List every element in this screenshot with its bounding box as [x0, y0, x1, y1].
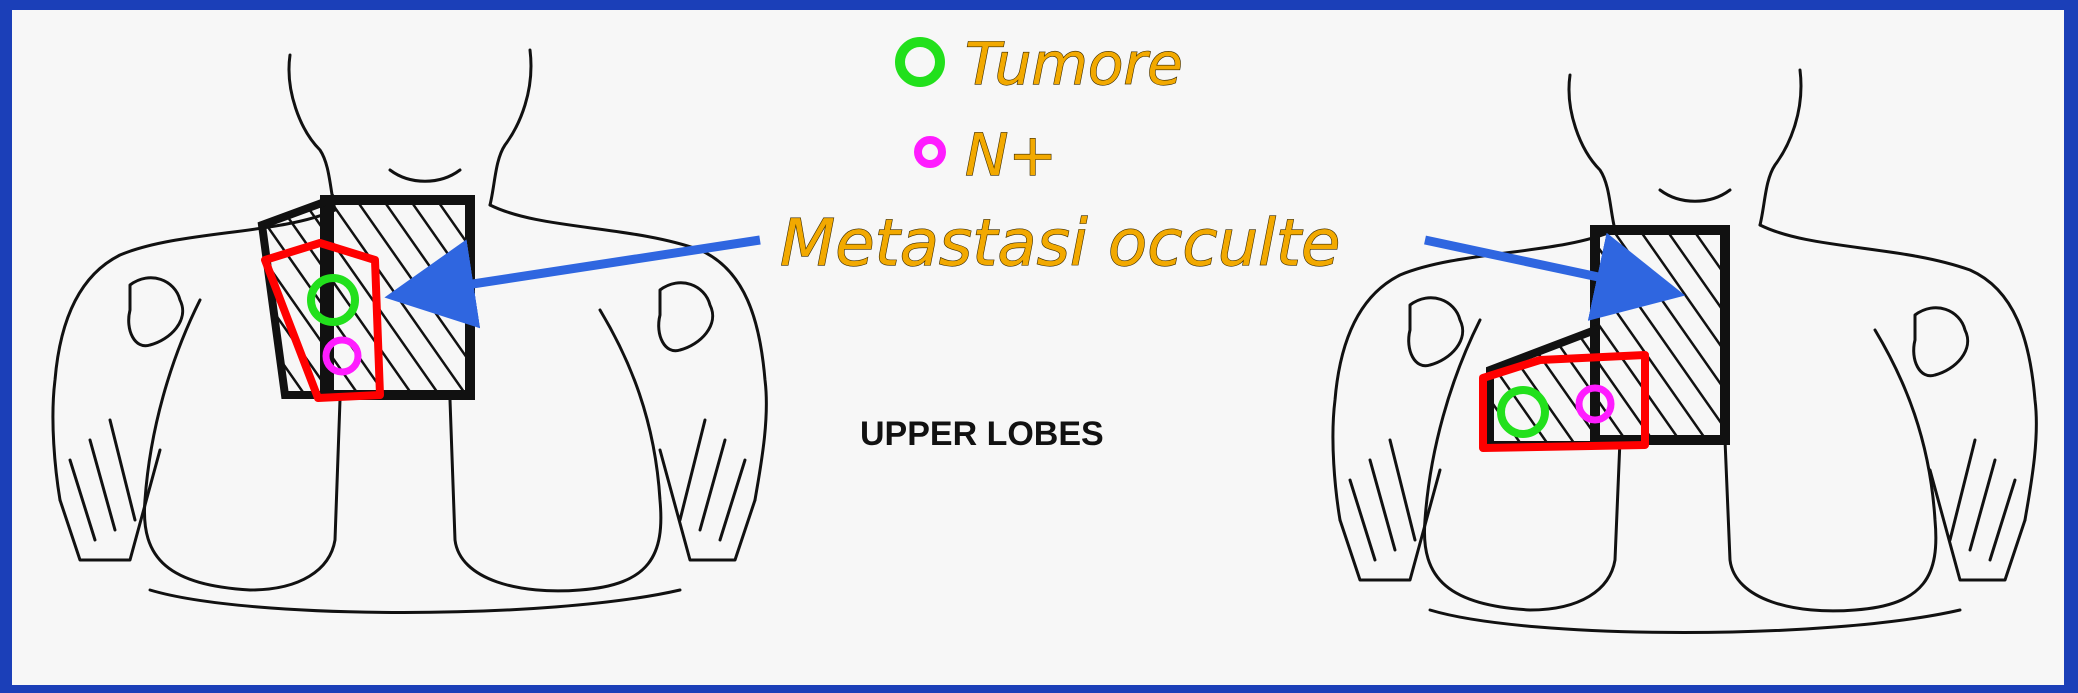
right-arm-stripes-r — [1950, 440, 2015, 560]
legend-node-label: N+ — [965, 121, 1057, 189]
right-clavicle-right — [1914, 308, 1968, 376]
right-lung-right — [1725, 330, 1936, 611]
left-arm-stripes-r — [680, 420, 745, 540]
left-arm-stripes-l — [70, 420, 135, 540]
right-chest-base — [1430, 610, 1960, 633]
legend-tumor-label: Tumore — [965, 30, 1183, 98]
legend-node-icon — [918, 140, 942, 164]
legend-tumor-icon — [900, 42, 940, 82]
right-arm-stripes-l — [1350, 440, 1415, 560]
left-chin — [390, 170, 460, 181]
right-clavicle-left — [1409, 298, 1463, 366]
left-head-outline-right — [490, 50, 531, 205]
left-chest-base — [150, 590, 680, 613]
figure-caption: UPPER LOBES — [860, 415, 1104, 453]
left-head-outline — [289, 55, 335, 210]
left-lung-right — [450, 310, 661, 591]
left-clavicle-right — [659, 283, 713, 351]
right-head-outline — [1569, 75, 1615, 230]
left-clavicle-left — [129, 278, 183, 346]
right-mediastinum-box — [1595, 230, 1725, 440]
left-mediastinum-box — [325, 200, 470, 395]
right-head-outline-right — [1760, 70, 1801, 225]
right-chin — [1660, 190, 1730, 201]
left-extension-box — [262, 200, 330, 395]
legend-occult-label: Metastasi occulte — [780, 207, 1340, 281]
